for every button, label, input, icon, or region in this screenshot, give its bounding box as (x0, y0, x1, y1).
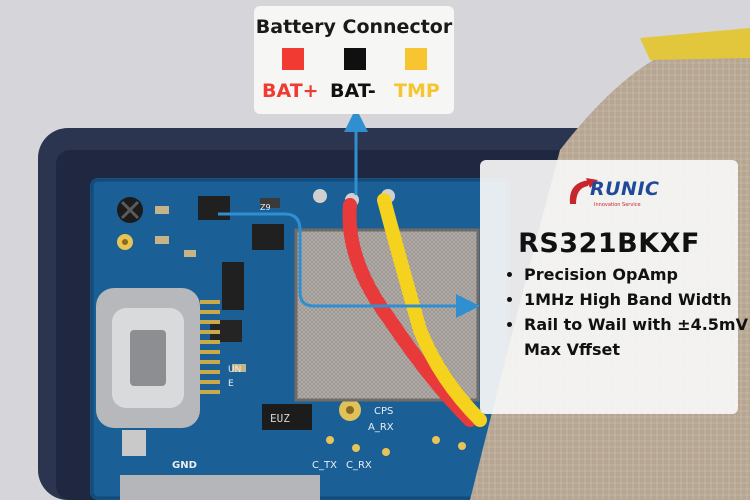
battery-connector-title: Battery Connector (255, 16, 453, 38)
silkscreen-un: UN (228, 365, 241, 375)
feature-item: Precision OpAmp (524, 262, 750, 287)
yellow-wire (377, 193, 487, 427)
ic-component (198, 196, 230, 220)
battery-connector-callout: Battery Connector BAT+ BAT- TMP (254, 6, 454, 114)
logo-wordmark: RUNIC (590, 178, 660, 200)
tmp-label: TMP (394, 80, 440, 102)
ic-component (252, 224, 284, 250)
usb-pins (200, 300, 220, 394)
bat-plus-swatch (282, 48, 304, 70)
feature-item: Rail to Wail with ±4.5mV Max Vffset (524, 312, 750, 362)
silkscreen-e: E (228, 379, 234, 389)
chip-info-panel: RUNIC Innovation Service RS321BKXF Preci… (480, 160, 748, 414)
feature-item: 1MHz High Band Width (524, 287, 750, 312)
silkscreen-gnd: GND (172, 460, 197, 471)
silkscreen-z9: Z9 (260, 203, 271, 212)
runic-swoosh-icon (569, 178, 598, 204)
feature-list: Precision OpAmp 1MHz High Band Width Rai… (502, 262, 750, 362)
logo-tagline: Innovation Service (594, 202, 641, 208)
part-number: RS321BKXF (518, 228, 700, 259)
chip-pointer-line (218, 212, 480, 318)
bat-plus-label: BAT+ (262, 80, 319, 102)
inductor (262, 404, 312, 430)
silkscreen-a-rx: A_RX (368, 422, 394, 433)
bat-minus-swatch (344, 48, 366, 70)
bat-minus-label: BAT- (330, 80, 376, 102)
silkscreen-cps: CPS (374, 406, 393, 417)
silkscreen-euz: EUZ (270, 412, 290, 425)
red-wire (342, 198, 477, 427)
runic-logo: RUNIC Innovation Service (564, 172, 660, 212)
silkscreen-c-rx: C_RX (346, 460, 372, 471)
silkscreen-c-tx: C_TX (312, 460, 337, 471)
tmp-swatch (405, 48, 427, 70)
